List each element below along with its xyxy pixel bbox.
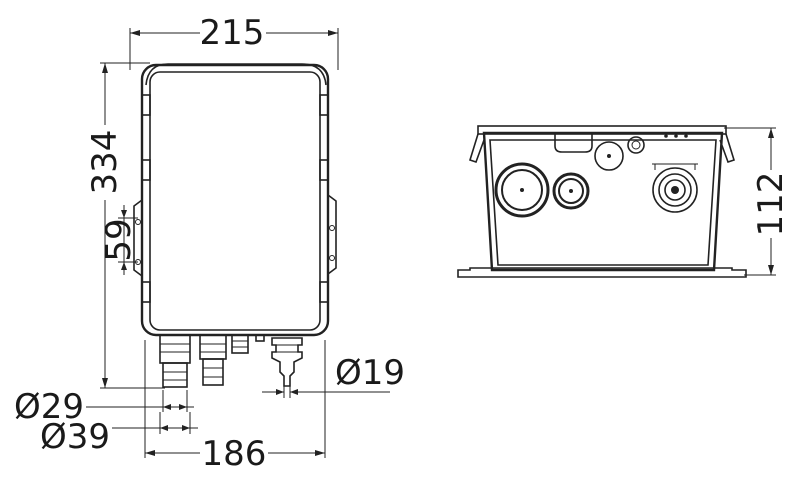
dimension-label-o39: Ø39 — [40, 417, 110, 457]
dimension-label-334: 334 — [85, 130, 125, 195]
side-port-outlet — [652, 163, 698, 213]
side-port-tiny — [627, 136, 645, 154]
inlet-port-large — [159, 334, 191, 388]
dimension-label-186: 186 — [202, 434, 267, 474]
front-view: 215 334 59 — [14, 13, 405, 474]
side-body — [469, 125, 735, 272]
dimension-label-112: 112 — [751, 172, 791, 237]
dimension-height-right: 112 — [724, 127, 791, 276]
dimension-width-bottom: 186 — [144, 340, 326, 474]
dimension-label-o19: Ø19 — [335, 353, 405, 393]
dimension-outlet: Ø19 — [262, 353, 405, 398]
dimension-height-left: 334 — [85, 62, 165, 389]
dimension-label-215: 215 — [200, 13, 265, 53]
outlet-port — [271, 337, 303, 387]
dimension-label-o29: Ø29 — [14, 387, 84, 427]
side-port-large — [494, 162, 550, 218]
tank-body — [133, 63, 337, 337]
inlet-port-small — [199, 334, 227, 386]
dimension-port-small: Ø29 — [14, 387, 194, 427]
dimension-width-top: 215 — [129, 13, 339, 70]
vent-port — [231, 334, 265, 354]
side-port-medium — [552, 172, 590, 210]
side-view: 112 — [457, 125, 791, 278]
dimension-port-large: Ø39 — [40, 412, 198, 457]
dimension-label-59: 59 — [99, 218, 139, 261]
side-port-small — [594, 141, 624, 171]
